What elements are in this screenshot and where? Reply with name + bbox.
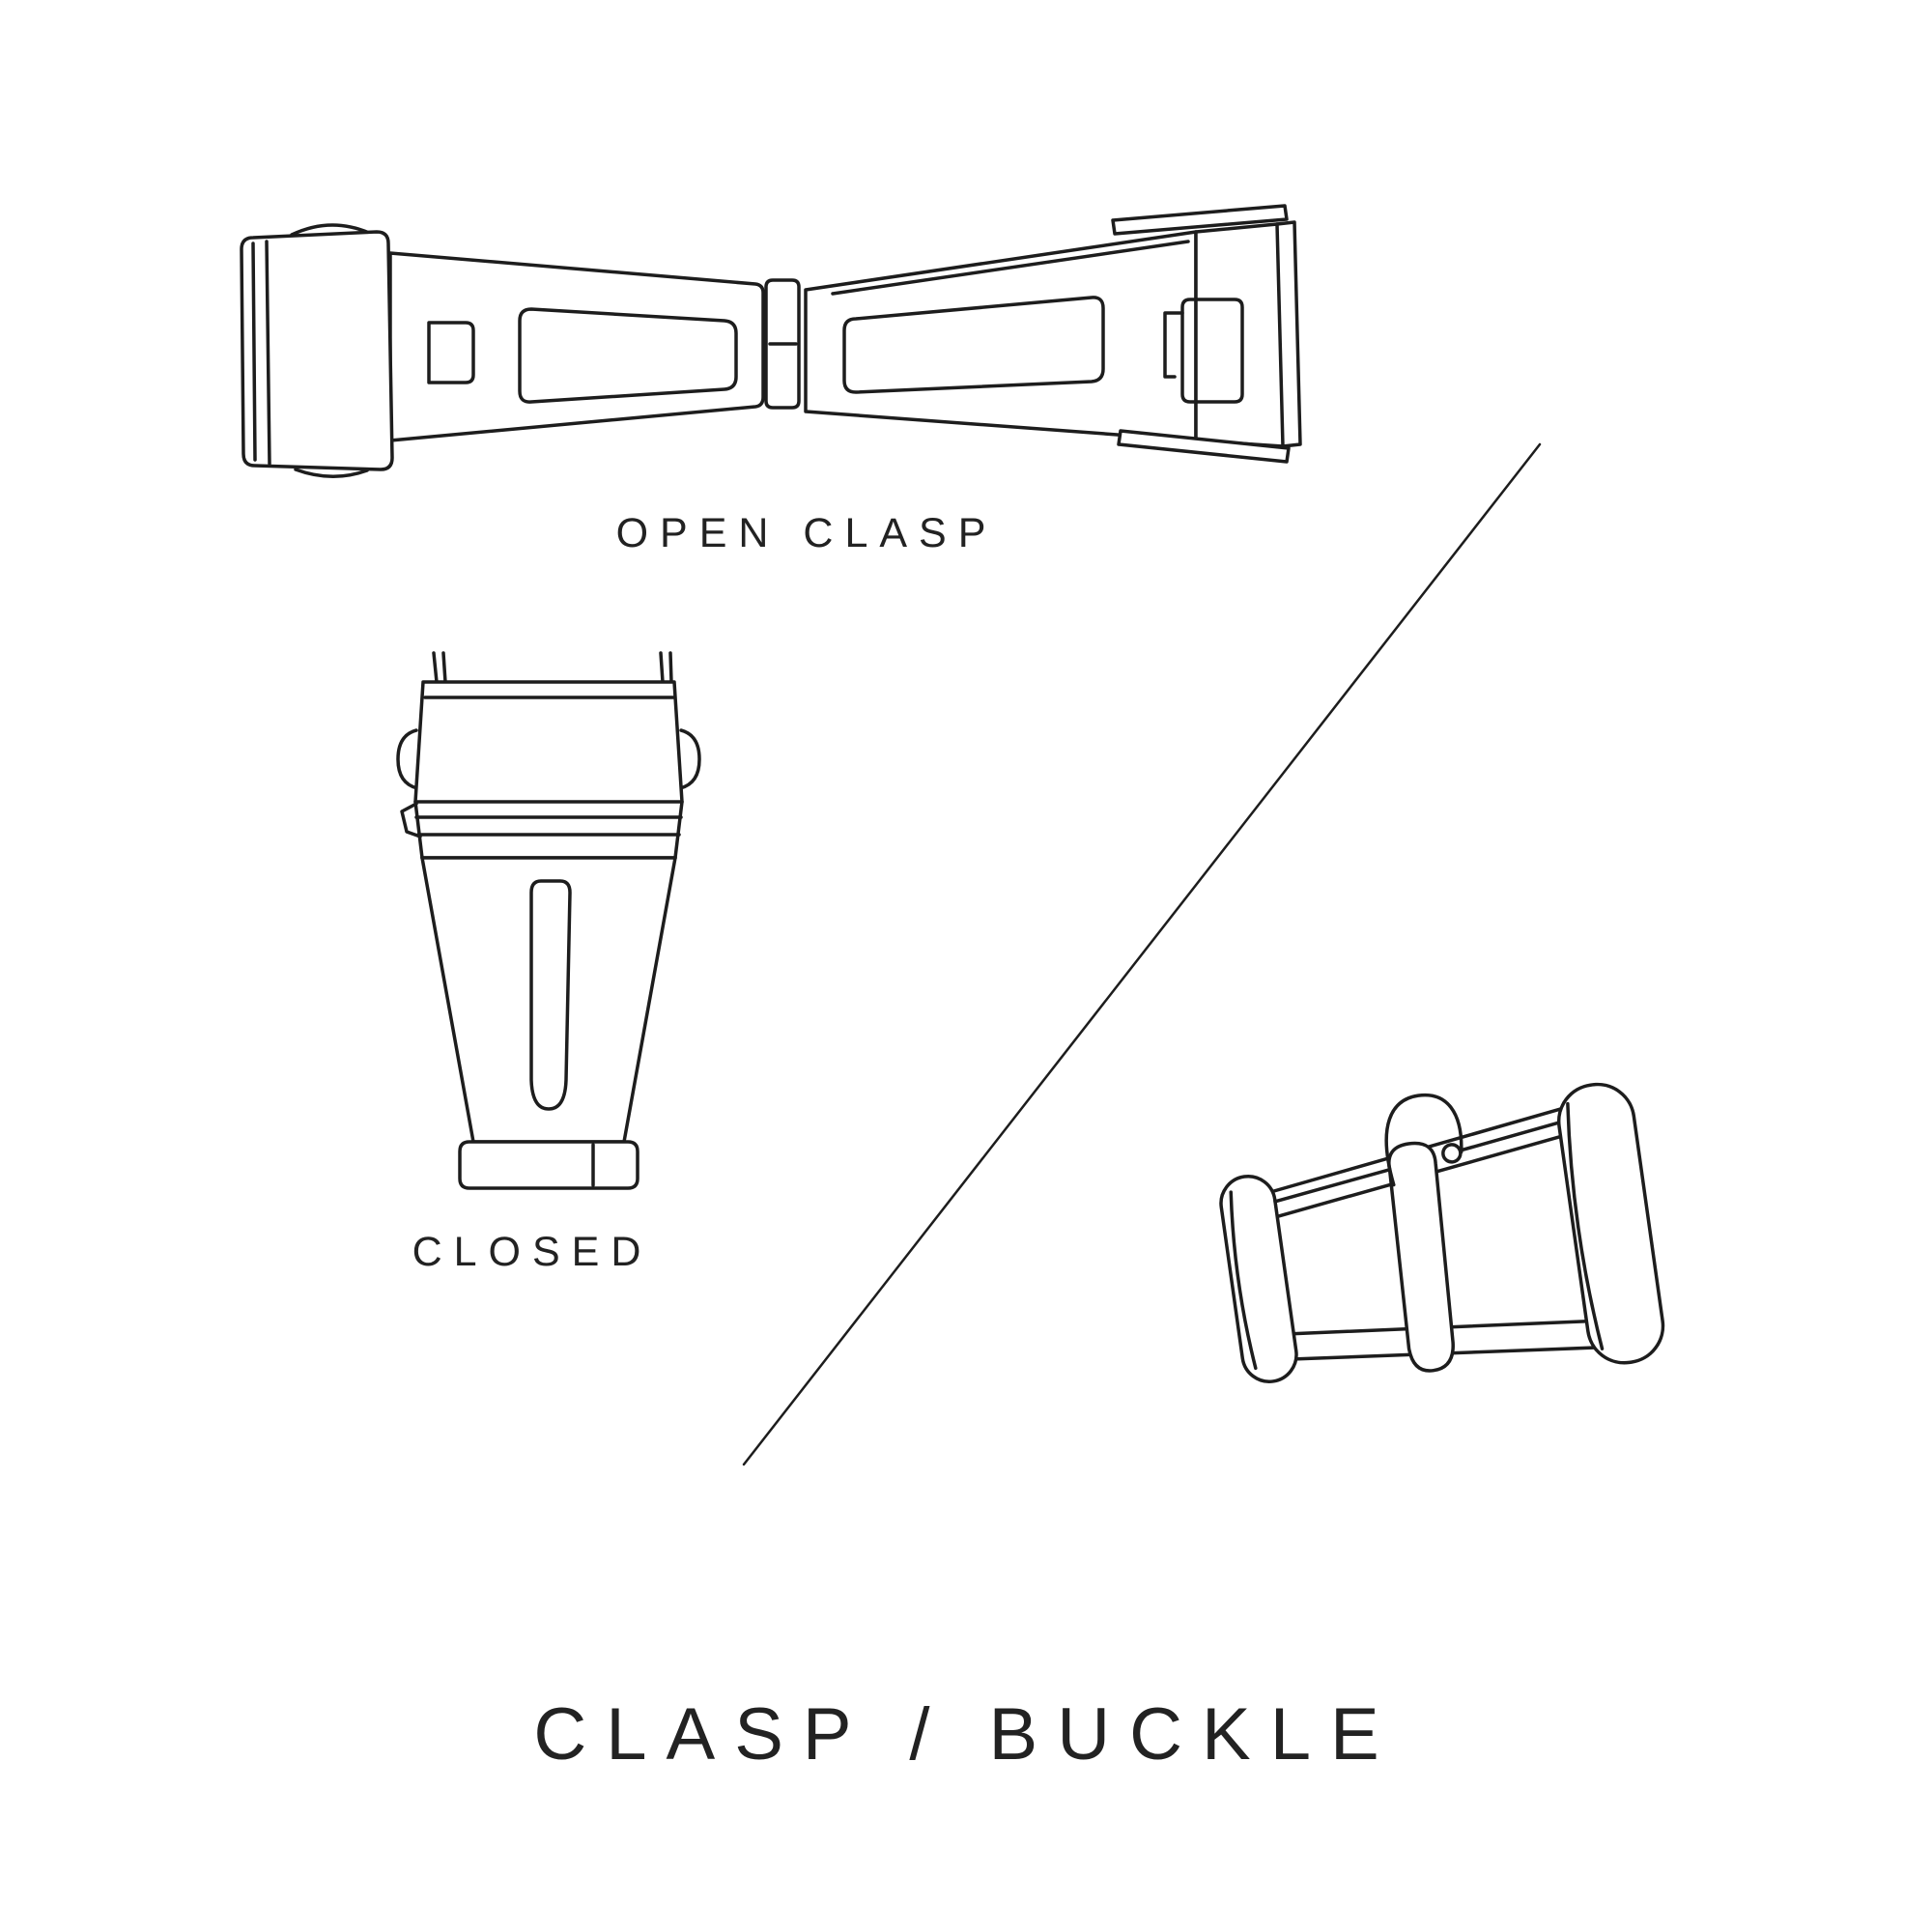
open-clasp-drawing [240, 204, 1302, 478]
open-clasp-left-end-link [240, 223, 394, 478]
closed-clasp-cap [413, 680, 684, 804]
open-clasp-left-plate [388, 251, 765, 442]
open-clasp-right-end-link [1111, 204, 1302, 464]
closed-clasp-label: CLOSED [412, 1229, 653, 1275]
closed-clasp-body [420, 856, 677, 1144]
open-clasp-label: OPEN CLASP [615, 510, 998, 556]
open-clasp-hinge [764, 278, 801, 410]
buckle-tang [1384, 1093, 1463, 1373]
divider-line [742, 442, 1542, 1466]
closed-clasp-left-ear [396, 728, 419, 790]
closed-clasp-right-ear [678, 728, 701, 790]
closed-clasp-end-link [458, 1140, 639, 1190]
buckle-drawing [1219, 1082, 1665, 1383]
closed-clasp-drawing [396, 651, 701, 1190]
page-title: CLASP / BUCKLE [533, 1693, 1399, 1776]
buckle-left-end-bar [1219, 1174, 1298, 1383]
open-clasp-right-plate [804, 230, 1198, 442]
closed-clasp-band [400, 800, 684, 860]
buckle-right-end-bar [1556, 1082, 1665, 1365]
closed-clasp-prongs [432, 651, 673, 684]
